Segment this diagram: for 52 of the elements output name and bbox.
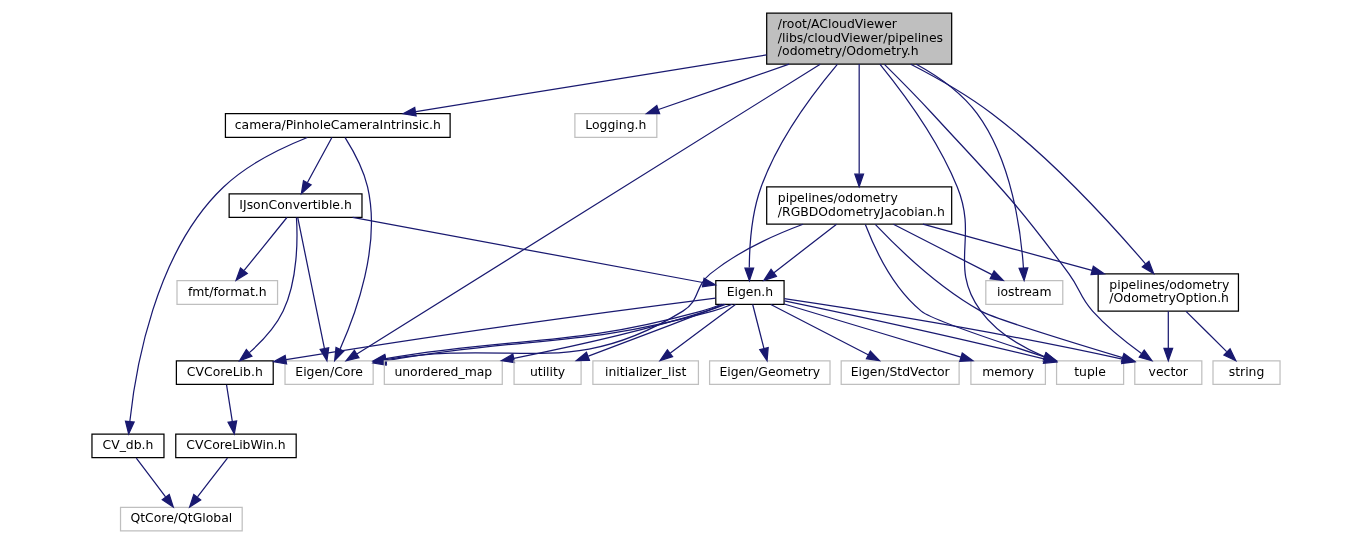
arrow: [574, 303, 724, 362]
node-box: string: [1211, 360, 1281, 385]
arrow: [351, 216, 717, 288]
arrow: [915, 63, 1029, 283]
node-box: Logging.h: [573, 113, 657, 138]
node-box: memory: [969, 360, 1046, 385]
node-box: IJsonConvertible.h: [228, 193, 363, 218]
node-box: CVCoreLibWin.h: [174, 433, 297, 459]
arrow: [400, 54, 767, 117]
node-box: tuple: [1055, 360, 1124, 385]
arrow: [892, 223, 1005, 282]
node-box: /root/ACloudViewer /libs/cloudViewer/pipelines /odometry/Odometry.h: [765, 12, 952, 65]
arrow: [769, 303, 881, 362]
arrow: [237, 216, 298, 362]
arrow: [644, 63, 790, 115]
node-box: QtCore/QtGlobal: [119, 506, 243, 532]
arrow: [658, 303, 736, 362]
node-box: vector: [1133, 360, 1202, 385]
node-box: CVCoreLib.h: [175, 360, 274, 385]
arrow: [783, 303, 975, 362]
node-box: Eigen/StdVector: [840, 360, 960, 385]
arrow: [300, 136, 332, 196]
node-box: utility: [512, 360, 582, 385]
node-box: pipelines/odometry /OdometryOption.h: [1097, 273, 1239, 312]
node-box: initializer_list: [591, 360, 699, 385]
arrow: [1184, 310, 1237, 363]
arrow: [225, 384, 237, 436]
arrow: [124, 136, 308, 436]
arrow: [135, 457, 174, 509]
arrow: [853, 63, 864, 189]
arrow: [188, 457, 228, 509]
node-box: unordered_map: [383, 360, 503, 385]
arrow: [1162, 310, 1174, 363]
node-box: fmt/format.h: [175, 280, 278, 305]
arrow: [751, 303, 769, 363]
arrow: [761, 223, 837, 282]
node-box: Eigen/Geometry: [708, 360, 831, 385]
arrow: [909, 63, 1155, 275]
arrow: [743, 63, 838, 283]
arrow: [783, 300, 1058, 364]
node-box: iostream: [984, 280, 1063, 305]
node-box: Eigen.h: [714, 280, 785, 305]
node-box: camera/PinholeCameraIntrinsic.h: [224, 113, 451, 138]
node-box: CV_db.h: [90, 433, 165, 459]
arrow: [878, 63, 1058, 362]
arrow: [921, 223, 1106, 276]
arrow: [499, 303, 726, 364]
node-box: pipelines/odometry /RGBDOdometryJacobian.h: [765, 186, 952, 225]
node-box: Eigen/Core: [283, 360, 374, 385]
arrow: [864, 223, 1058, 362]
arrow: [296, 217, 329, 363]
arrow: [234, 216, 288, 282]
